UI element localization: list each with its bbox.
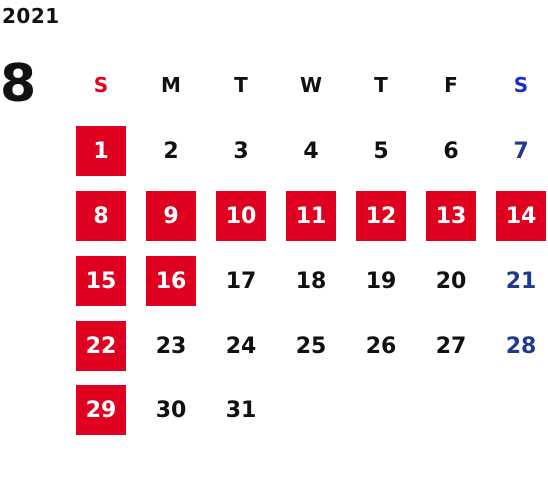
weekday-saturday: S [513, 73, 529, 97]
day-cell[interactable]: 16 [146, 256, 196, 306]
day-cell[interactable]: 15 [76, 256, 126, 306]
day-cell[interactable]: 13 [426, 191, 476, 241]
day-cell[interactable]: 17 [225, 268, 257, 294]
week-row: 1 2 3 4 5 6 7 [66, 126, 548, 176]
day-cell[interactable]: 1 [76, 126, 126, 176]
day-cell[interactable]: 10 [216, 191, 266, 241]
day-cell[interactable]: 24 [225, 333, 257, 359]
weekday-wednesday: W [299, 73, 323, 97]
day-cell[interactable]: 18 [295, 268, 327, 294]
day-cell[interactable]: 11 [286, 191, 336, 241]
day-cell[interactable]: 27 [435, 333, 467, 359]
week-row: 22 23 24 25 26 27 28 [66, 321, 548, 371]
day-cell[interactable]: 8 [76, 191, 126, 241]
weekday-tuesday: T [234, 73, 248, 97]
weekday-friday: F [444, 73, 458, 97]
week-row: 15 16 17 18 19 20 21 [66, 256, 548, 306]
day-cell[interactable]: 28 [505, 333, 537, 359]
year-label: 2021 [2, 4, 60, 28]
day-cell[interactable]: 12 [356, 191, 406, 241]
day-cell[interactable]: 21 [505, 268, 537, 294]
day-cell[interactable]: 9 [146, 191, 196, 241]
day-cell[interactable]: 14 [496, 191, 546, 241]
day-cell[interactable]: 31 [225, 397, 257, 423]
day-cell[interactable]: 25 [295, 333, 327, 359]
day-cell[interactable]: 6 [443, 138, 459, 164]
day-cell[interactable]: 26 [365, 333, 397, 359]
day-cell[interactable]: 20 [435, 268, 467, 294]
weekday-monday: M [161, 73, 181, 97]
day-cell[interactable]: 4 [303, 138, 319, 164]
day-cell[interactable]: 29 [76, 385, 126, 435]
day-cell[interactable]: 30 [155, 397, 187, 423]
week-row: 8 9 10 11 12 13 14 [66, 191, 548, 241]
day-cell[interactable]: 2 [163, 138, 179, 164]
day-cell[interactable]: 5 [373, 138, 389, 164]
weekday-sunday: S [93, 73, 109, 97]
week-row: 29 30 31 [66, 385, 548, 435]
day-cell[interactable]: 19 [365, 268, 397, 294]
day-cell[interactable]: 7 [513, 138, 529, 164]
day-cell[interactable]: 3 [233, 138, 249, 164]
weekday-thursday: T [374, 73, 388, 97]
day-cell[interactable]: 22 [76, 321, 126, 371]
month-number: 8 [0, 54, 37, 114]
day-cell[interactable]: 23 [155, 333, 187, 359]
weekday-header: S M T W T F S [66, 60, 548, 110]
